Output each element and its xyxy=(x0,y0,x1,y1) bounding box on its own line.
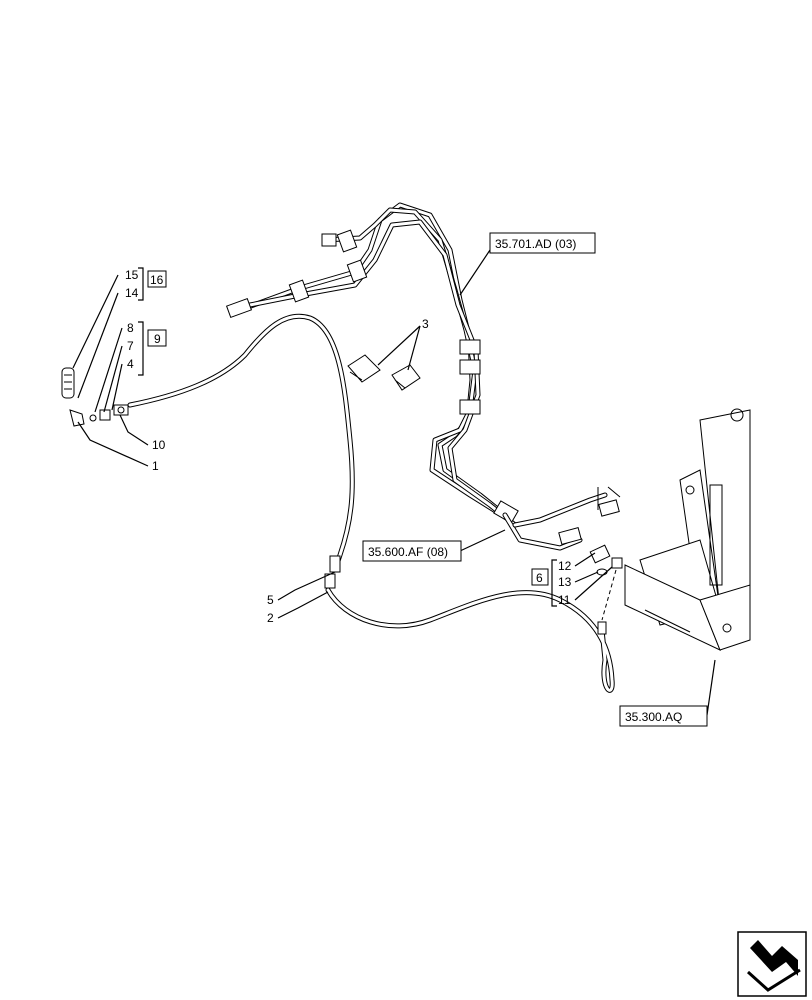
callout-9: 9 xyxy=(154,332,161,346)
lower-hose-bundle xyxy=(502,486,621,551)
callout-5: 5 xyxy=(267,593,274,607)
ref-300-box xyxy=(619,705,708,727)
callout-9-box xyxy=(147,329,167,347)
callout-6: 6 xyxy=(536,571,543,585)
coupler-fittings xyxy=(61,367,129,427)
callout-7: 7 xyxy=(127,339,134,353)
ref-701[interactable]: 35.701.AD (03) xyxy=(495,237,576,251)
callout-13: 13 xyxy=(558,575,572,589)
upper-hose-bundle xyxy=(225,202,519,528)
callout-11: 11 xyxy=(558,593,571,607)
callout-1: 1 xyxy=(152,459,159,473)
hose-2 xyxy=(324,573,615,693)
ref-600-box xyxy=(362,540,462,562)
callout-16: 16 xyxy=(150,273,164,287)
ref-300[interactable]: 35.300.AQ xyxy=(625,710,682,724)
clip-brackets xyxy=(347,354,421,391)
callout-6-box xyxy=(531,568,549,586)
callout-15: 15 xyxy=(125,268,139,282)
callout-2: 2 xyxy=(267,611,274,625)
group-brackets xyxy=(138,267,557,607)
callout-10: 10 xyxy=(152,438,166,452)
callout-4: 4 xyxy=(127,357,134,371)
callout-3: 3 xyxy=(422,317,429,331)
callout-14: 14 xyxy=(125,286,139,300)
callout-16-box xyxy=(147,270,167,288)
hydraulic-tank xyxy=(624,408,751,651)
callout-8: 8 xyxy=(127,321,134,335)
ref-600[interactable]: 35.600.AF (08) xyxy=(368,545,448,559)
leader-lines xyxy=(72,249,716,716)
callout-12: 12 xyxy=(558,559,572,573)
next-page-arrow-icon[interactable] xyxy=(737,931,807,997)
tank-fittings xyxy=(589,544,623,621)
ref-701-box xyxy=(489,232,596,254)
